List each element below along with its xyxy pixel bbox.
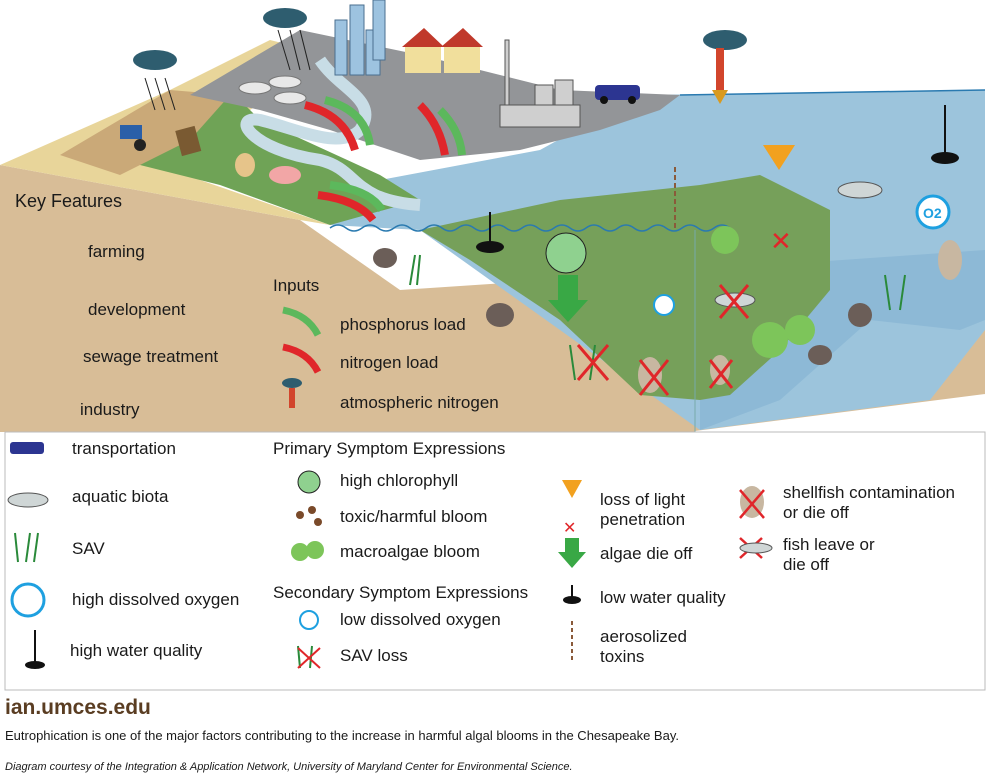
legend-harmful-bloom: toxic/harmful bloom — [340, 507, 488, 526]
legend-shellfish-2: or die off — [783, 503, 849, 522]
rain-cloud-icon — [133, 8, 747, 70]
caption: Eutrophication is one of the major facto… — [5, 728, 679, 743]
atmospheric-nitrogen-icon — [282, 378, 302, 408]
legend-light-2: penetration — [600, 510, 686, 529]
legend-fish-1: fish leave or — [783, 535, 875, 554]
sewage-tanks-icon — [238, 75, 307, 105]
fish-icon — [7, 492, 49, 508]
houses-icon — [402, 28, 483, 73]
x-mark-icon: ✕ — [563, 520, 576, 537]
legend-light-1: loss of light — [600, 490, 686, 509]
nitrogen-arrow — [303, 101, 449, 223]
rocks-icon — [373, 248, 872, 365]
legend-phosphorus: phosphorus load — [340, 315, 466, 334]
secchi-disk-icon — [25, 630, 45, 669]
sav-loss-icon — [297, 645, 321, 669]
farm-dirt — [60, 90, 230, 175]
legend-low-water-quality: low water quality — [600, 588, 726, 607]
legend-low-do: low dissolved oxygen — [340, 610, 501, 629]
primary-title: Primary Symptom Expressions — [273, 439, 506, 458]
oyster-icon — [638, 240, 962, 393]
legend-development: development — [88, 300, 186, 319]
light-penetration-icon — [562, 480, 582, 498]
legend-sewage: sewage treatment — [83, 347, 219, 366]
ian-logo[interactable]: ian.umces.edu — [5, 696, 151, 719]
fish-icon — [739, 542, 773, 554]
legend-macroalgae: macroalgae bloom — [340, 542, 480, 561]
loss-x-icon — [576, 284, 750, 396]
legend-farming: farming — [88, 242, 145, 261]
chlorophyll-icon — [297, 470, 321, 494]
factory-icon — [499, 39, 581, 128]
legend-atmospheric-nitrogen: atmospheric nitrogen — [340, 393, 499, 412]
harmful-bloom-icon — [296, 506, 322, 526]
legend-industry: industry — [80, 400, 140, 419]
legend-algae-die-off: algae die off — [600, 544, 693, 563]
water-surface — [329, 224, 731, 232]
legend-high-do: high dissolved oxygen — [72, 590, 240, 609]
x-mark-icon: ✕ — [770, 226, 792, 256]
car-icon — [595, 85, 640, 104]
water-surface-back — [679, 89, 986, 96]
legend-sav: SAV — [72, 539, 105, 558]
low-oxygen-icon — [653, 294, 675, 316]
phosphorus-arrow — [323, 96, 466, 213]
legend-fish-2: die off — [783, 555, 830, 574]
legend-sav-loss: SAV loss — [340, 646, 408, 665]
key-features-title: Key Features — [15, 191, 123, 211]
atmospheric-nitrogen-icon — [716, 48, 724, 92]
legend-chlorophyll: high chlorophyll — [340, 471, 459, 490]
city-icon — [334, 0, 386, 76]
nitrogen-arrow-icon — [282, 343, 322, 374]
phosphorus-arrow-icon — [282, 306, 322, 337]
tractor-icon — [120, 125, 146, 151]
macroalgae-icon — [711, 226, 815, 358]
fertilizer-bag-icon — [175, 125, 202, 157]
high-oxygen-icon — [915, 194, 951, 230]
credit: Diagram courtesy of the Integration & Ap… — [5, 761, 573, 773]
secchi-disk-icon — [563, 585, 581, 604]
river — [240, 56, 421, 211]
legend-transportation: transportation — [72, 439, 176, 458]
car-icon — [10, 442, 44, 454]
low-oxygen-icon — [299, 610, 319, 630]
livestock-icon — [235, 153, 301, 184]
secondary-title: Secondary Symptom Expressions — [273, 583, 529, 602]
high-oxygen-icon — [10, 582, 46, 618]
sav-icon — [14, 532, 39, 563]
legend-aero-2: toxins — [600, 647, 645, 666]
chlorophyll-icon — [545, 232, 587, 274]
o2-label: O2 — [923, 205, 942, 221]
macroalgae-icon — [291, 541, 324, 561]
legend-high-water-quality: high water quality — [70, 641, 203, 660]
legend-aquatic-biota: aquatic biota — [72, 487, 169, 506]
algae-die-off-arrow — [548, 275, 588, 322]
legend-box — [4, 431, 986, 691]
legend-aero-1: aerosolized — [600, 627, 687, 646]
algae-die-off-icon — [558, 538, 586, 568]
legend-nitrogen: nitrogen load — [340, 353, 439, 372]
legend-shellfish-1: shellfish contamination — [783, 483, 955, 502]
inputs-title: Inputs — [273, 276, 320, 295]
